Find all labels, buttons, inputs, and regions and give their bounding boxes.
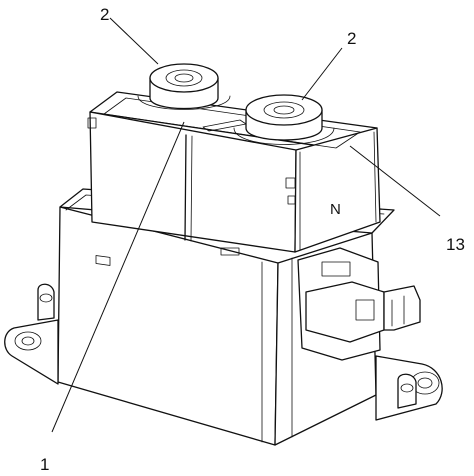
terminal-left	[137, 63, 231, 110]
n-marking: N	[330, 201, 341, 218]
upper-body	[87, 91, 381, 253]
side-connector	[297, 247, 421, 361]
label-connector: 13	[446, 235, 465, 254]
mounting-flange-right	[375, 355, 443, 421]
label-terminal-right: 2	[347, 29, 356, 48]
label-housing: 1	[40, 455, 49, 474]
label-terminal-left: 2	[100, 5, 109, 24]
mounting-flange-left	[4, 283, 59, 385]
terminal-right	[233, 94, 335, 145]
